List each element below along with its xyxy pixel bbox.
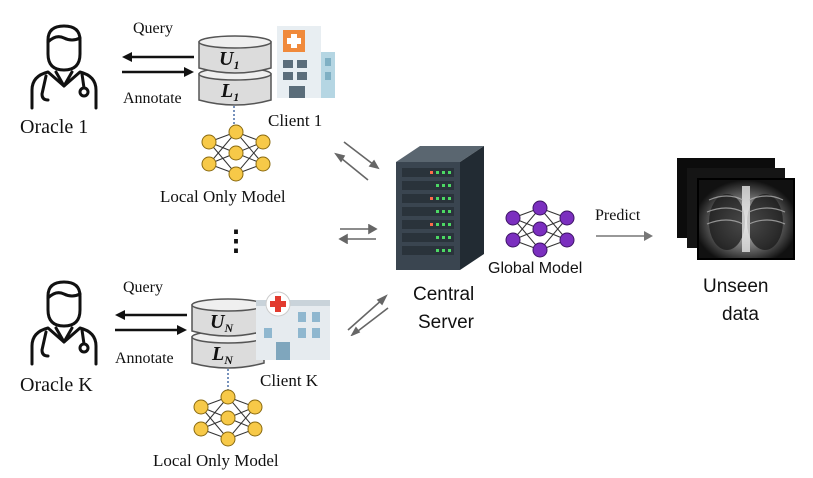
database-icon: U1 L1	[198, 35, 272, 106]
ellipsis: ⋮	[222, 226, 250, 257]
neural-network-icon	[201, 124, 271, 182]
u1-main: U	[219, 48, 235, 70]
doctor-icon	[30, 280, 98, 366]
local-model-1-label: Local Only Model	[160, 187, 286, 206]
neural-network-icon	[193, 389, 263, 447]
hospital-icon	[277, 26, 335, 98]
unseen-data-label: data	[722, 304, 759, 325]
doctor-icon	[30, 24, 98, 110]
arrow-query-left-icon	[122, 52, 194, 77]
sync-arrows-mid-icon	[338, 224, 378, 244]
ln-sub: N	[223, 353, 234, 367]
ln-main: L	[211, 343, 224, 365]
hospital-icon	[256, 291, 330, 360]
u1-sub: 1	[233, 58, 239, 72]
dotted-connector-k	[227, 369, 229, 391]
central-server-label-2: Server	[418, 312, 474, 333]
xray-icon	[677, 158, 795, 260]
svg-text:L1: L1	[220, 80, 239, 104]
dotted-connector-1	[233, 106, 235, 126]
predict-arrow-icon	[596, 231, 653, 241]
l1-sub: 1	[233, 90, 239, 104]
query-label: Query	[133, 20, 173, 37]
server-icon	[396, 146, 484, 270]
client-1-label: Client 1	[268, 111, 323, 130]
unseen-label: Unseen	[703, 276, 769, 297]
global-model-label: Global Model	[488, 260, 583, 277]
sync-arrows-bottom-icon	[347, 294, 389, 336]
arrow-query-k-icon	[115, 310, 187, 335]
oracle-1-label: Oracle 1	[20, 116, 89, 138]
query-label-k: Query	[123, 279, 163, 296]
svg-text:UN: UN	[210, 311, 234, 335]
svg-text:LN: LN	[211, 343, 234, 367]
client-k-label: Client K	[260, 371, 319, 390]
l1-main: L	[220, 80, 233, 102]
svg-text:U1: U1	[219, 48, 239, 72]
local-model-k-label: Local Only Model	[153, 451, 279, 470]
predict-label: Predict	[595, 207, 641, 224]
annotate-label-k: Annotate	[115, 350, 174, 367]
un-sub: N	[223, 321, 234, 335]
sync-arrows-top-icon	[334, 141, 380, 181]
un-main: U	[210, 311, 226, 333]
oracle-k-label: Oracle K	[20, 374, 93, 396]
annotate-label: Annotate	[123, 90, 182, 107]
neural-network-icon	[505, 200, 575, 258]
central-server-label-1: Central	[413, 284, 475, 305]
